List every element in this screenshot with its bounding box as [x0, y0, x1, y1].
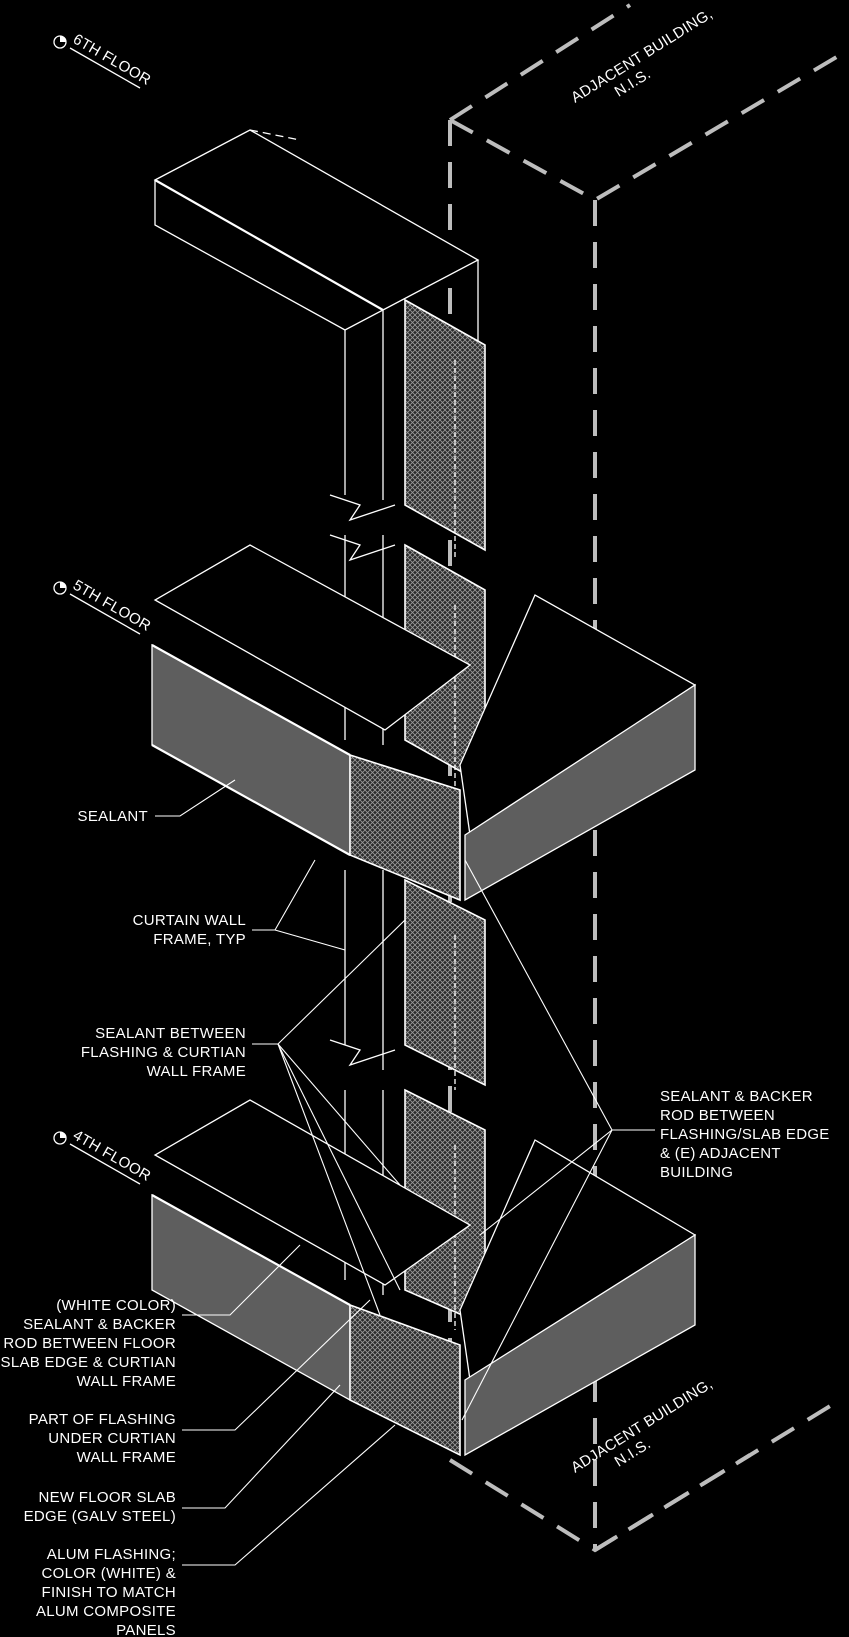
svg-text:ADJACENT BUILDING,: ADJACENT BUILDING,: [568, 1375, 716, 1476]
svg-text:ALUM COMPOSITE: ALUM COMPOSITE: [36, 1603, 176, 1620]
callout-white-sealant-backer: (WHITE COLOR) SEALANT & BACKER ROD BETWE…: [1, 1244, 301, 1390]
svg-text:PANELS: PANELS: [116, 1622, 176, 1637]
callout-curtain-wall-frame: CURTAIN WALL FRAME, TYP: [133, 859, 346, 951]
floor-label-5th: 5TH FLOOR: [70, 577, 154, 635]
callout-flashing-under-frame: PART OF FLASHING UNDER CURTIAN WALL FRAM…: [29, 1299, 371, 1466]
callout-alum-flashing: ALUM FLASHING; COLOR (WHITE) & FINISH TO…: [36, 1424, 396, 1637]
svg-text:CURTAIN WALL: CURTAIN WALL: [133, 912, 246, 929]
svg-text:BUILDING: BUILDING: [660, 1164, 733, 1181]
svg-text:WALL FRAME: WALL FRAME: [77, 1449, 176, 1466]
floor-marker-5th: 5TH FLOOR: [53, 577, 154, 635]
svg-text:FRAME, TYP: FRAME, TYP: [153, 931, 246, 948]
svg-text:PART OF FLASHING: PART OF FLASHING: [29, 1411, 176, 1428]
svg-text:ROD BETWEEN FLOOR: ROD BETWEEN FLOOR: [3, 1335, 176, 1352]
callout-sealant: SEALANT: [78, 779, 236, 825]
svg-text:& (E) ADJACENT: & (E) ADJACENT: [660, 1145, 781, 1162]
level-marker-icon: [60, 1132, 66, 1138]
floor-label-4th: 4TH FLOOR: [70, 1127, 154, 1185]
svg-text:FLASHING & CURTIAN: FLASHING & CURTIAN: [81, 1044, 246, 1061]
svg-text:WALL FRAME: WALL FRAME: [77, 1373, 176, 1390]
svg-text:SEALANT & BACKER: SEALANT & BACKER: [23, 1316, 176, 1333]
svg-text:SEALANT & BACKER: SEALANT & BACKER: [660, 1088, 813, 1105]
callout-sealant-between-flashing: SEALANT BETWEEN FLASHING & CURTIAN WALL …: [81, 919, 406, 1316]
svg-text:ALUM FLASHING;: ALUM FLASHING;: [47, 1546, 176, 1563]
svg-text:SLAB EDGE & CURTIAN: SLAB EDGE & CURTIAN: [1, 1354, 176, 1371]
svg-text:EDGE (GALV STEEL): EDGE (GALV STEEL): [24, 1508, 176, 1525]
callout-sealant-backer-adjacent: SEALANT & BACKER ROD BETWEEN FLASHING/SL…: [461, 859, 830, 1421]
adjacent-building-label-top: ADJACENT BUILDING, N.I.S.: [568, 5, 716, 106]
svg-text:SEALANT: SEALANT: [78, 808, 148, 825]
sixth-floor-slab: [153, 129, 480, 522]
svg-text:ADJACENT BUILDING,: ADJACENT BUILDING,: [568, 5, 716, 106]
level-marker-icon: [60, 36, 66, 42]
floor-marker-4th: 4TH FLOOR: [53, 1127, 154, 1185]
fifth-floor-slab: [151, 544, 697, 902]
fourth-floor-slab: [151, 1099, 697, 1457]
svg-text:UNDER CURTIAN: UNDER CURTIAN: [48, 1430, 176, 1447]
callout-new-floor-slab-edge: NEW FLOOR SLAB EDGE (GALV STEEL): [24, 1384, 341, 1525]
svg-text:ROD BETWEEN: ROD BETWEEN: [660, 1107, 775, 1124]
svg-text:FLASHING/SLAB EDGE: FLASHING/SLAB EDGE: [660, 1126, 830, 1143]
svg-text:(WHITE COLOR): (WHITE COLOR): [56, 1297, 176, 1314]
adjacent-building-label-bottom: ADJACENT BUILDING, N.I.S.: [568, 1375, 716, 1476]
svg-text:COLOR (WHITE) &: COLOR (WHITE) &: [42, 1565, 177, 1582]
level-marker-icon: [60, 582, 66, 588]
svg-text:NEW FLOOR SLAB: NEW FLOOR SLAB: [38, 1489, 176, 1506]
svg-text:WALL FRAME: WALL FRAME: [147, 1063, 246, 1080]
svg-text:SEALANT BETWEEN: SEALANT BETWEEN: [95, 1025, 246, 1042]
svg-text:FINISH TO MATCH: FINISH TO MATCH: [41, 1584, 176, 1601]
floor-marker-6th: 6TH FLOOR: [53, 31, 154, 89]
floor-label-6th: 6TH FLOOR: [70, 31, 154, 89]
